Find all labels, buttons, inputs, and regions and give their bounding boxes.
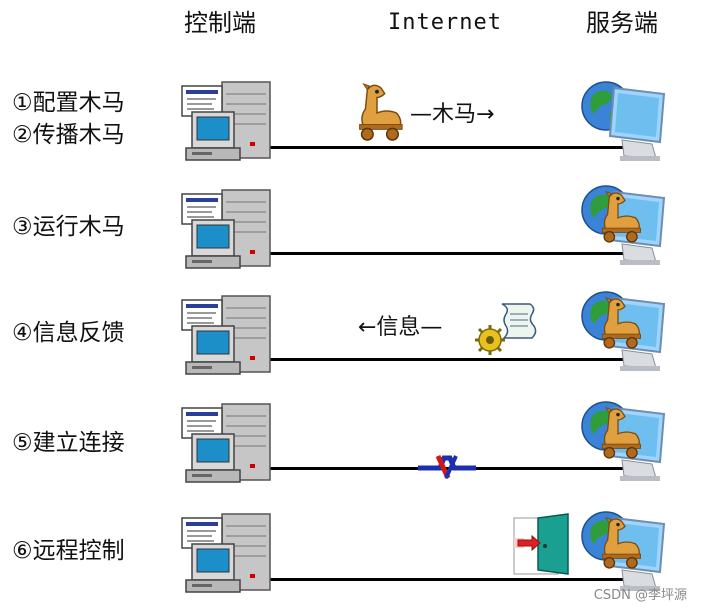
header-control: 控制端 <box>184 9 256 37</box>
header-server: 服务端 <box>586 9 658 37</box>
control-computer-icon <box>178 510 274 596</box>
trojan-horse-icon <box>348 80 406 142</box>
step-label-configure: ①配置木马 <box>12 90 125 116</box>
watermark: CSDN @李坪源 <box>593 588 687 603</box>
step-label-run: ③运行木马 <box>12 214 125 240</box>
step-label-spread: ②传播木马 <box>12 122 125 148</box>
trojan-horse-icon <box>592 292 644 352</box>
flow-label-trojan: —木马→ <box>410 102 495 127</box>
network-line <box>240 358 640 361</box>
control-computer-icon <box>178 400 274 486</box>
step-label-connect: ⑤建立连接 <box>12 430 125 456</box>
step-label-feedback: ④信息反馈 <box>12 320 125 346</box>
trojan-horse-icon <box>592 402 644 462</box>
network-line <box>240 146 640 149</box>
connection-link-icon <box>418 454 476 480</box>
control-computer-icon <box>178 78 274 164</box>
trojan-horse-icon <box>592 186 644 246</box>
flow-label-info: ←信息— <box>358 315 443 340</box>
network-line <box>240 578 640 581</box>
trojan-horse-icon <box>592 512 644 572</box>
network-line <box>240 252 640 255</box>
door-entry-icon <box>513 513 569 575</box>
step-label-remote-control: ⑥远程控制 <box>12 538 125 564</box>
header-internet: Internet <box>388 10 502 35</box>
control-computer-icon <box>178 186 274 272</box>
server-computer-icon <box>580 76 672 164</box>
gear-document-icon <box>475 303 537 355</box>
control-computer-icon <box>178 292 274 378</box>
